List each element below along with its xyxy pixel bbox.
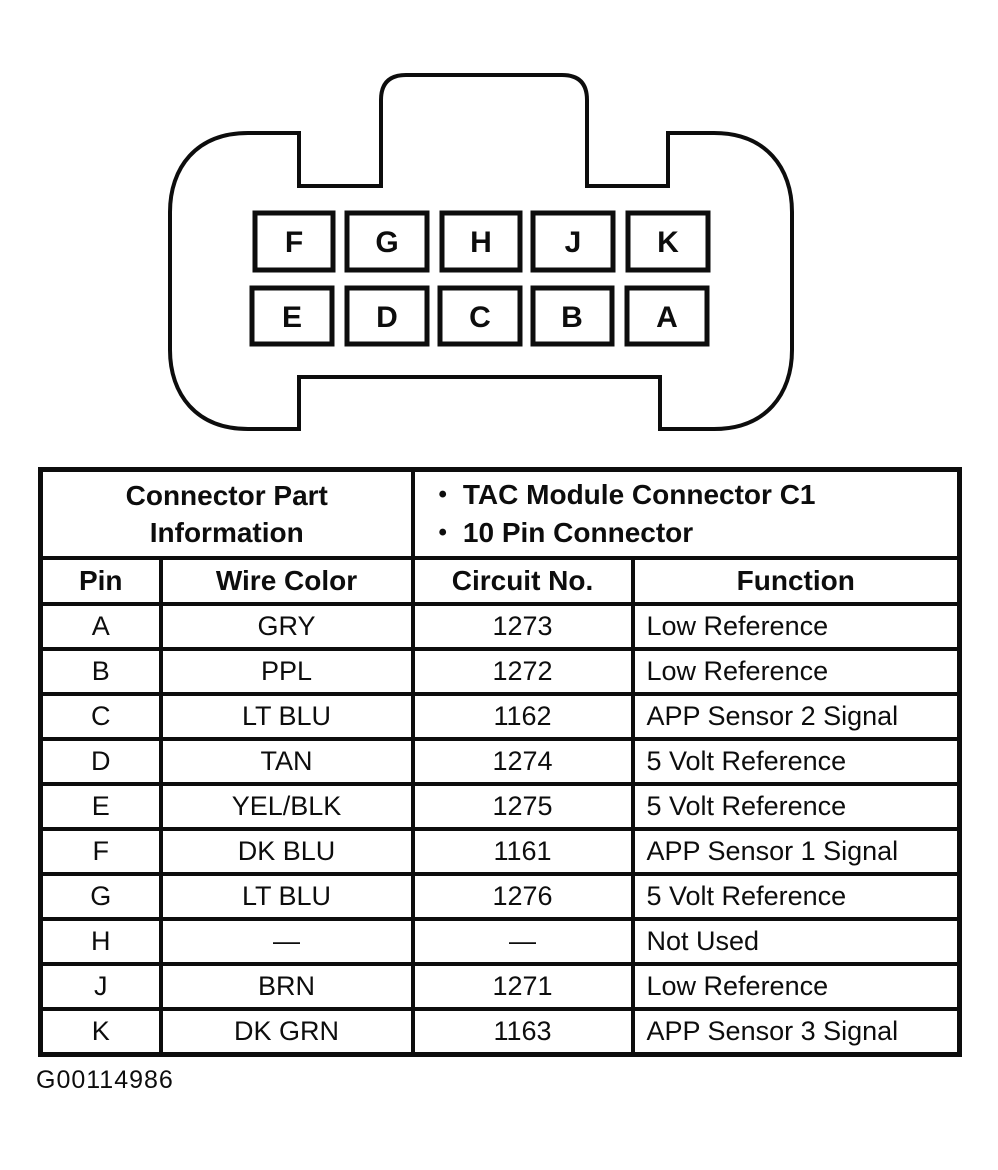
cell-circuit-no: 1271 (410, 962, 635, 1011)
cell-circuit-no: 1275 (410, 782, 635, 831)
table-row: D TAN 1274 5 Volt Reference (38, 737, 962, 786)
table-row: B PPL 1272 Low Reference (38, 647, 962, 696)
cell-circuit-no: 1274 (410, 737, 635, 786)
cell-function: APP Sensor 2 Signal (630, 692, 962, 741)
cell-circuit-no: 1276 (410, 872, 635, 921)
cell-pin: F (38, 827, 163, 876)
pin-box-F (252, 210, 336, 273)
pin-label-B: B (561, 301, 583, 334)
cell-wire-color: BRN (158, 962, 415, 1011)
pin-box-A (624, 285, 710, 347)
cell-pin: K (38, 1007, 163, 1057)
pin-label-H: H (470, 226, 492, 259)
table-column-header-row: Pin Wire Color Circuit No. Function (38, 556, 962, 606)
cell-circuit-no: 1163 (410, 1007, 635, 1057)
part-info-line1: Connector Part (125, 480, 328, 511)
cell-wire-color: TAN (158, 737, 415, 786)
table-row: J BRN 1271 Low Reference (38, 962, 962, 1011)
connector-id-cell: • TAC Module Connector C1 • 10 Pin Conne… (410, 467, 962, 560)
table-row: H — — Not Used (38, 917, 962, 966)
pin-box-H (439, 210, 523, 273)
cell-function: 5 Volt Reference (630, 737, 962, 786)
cell-circuit-no: 1273 (410, 602, 635, 651)
cell-circuit-no: — (410, 917, 635, 966)
bullet-item: • 10 Pin Connector (417, 514, 956, 552)
pin-box-J (530, 210, 616, 273)
cell-function: APP Sensor 3 Signal (630, 1007, 962, 1057)
cell-pin: D (38, 737, 163, 786)
pin-label-F: F (285, 226, 303, 259)
pin-row-bottom: E D C B A (249, 285, 710, 347)
cell-wire-color: DK GRN (158, 1007, 415, 1057)
pin-box-D (344, 285, 430, 347)
pin-box-E (249, 285, 335, 347)
cell-function: 5 Volt Reference (630, 872, 962, 921)
cell-pin: H (38, 917, 163, 966)
cell-circuit-no: 1272 (410, 647, 635, 696)
cell-wire-color: LT BLU (158, 692, 415, 741)
column-header-function: Function (630, 556, 962, 606)
cell-function: Low Reference (630, 962, 962, 1011)
figure-id: G00114986 (36, 1066, 174, 1094)
cell-function: 5 Volt Reference (630, 782, 962, 831)
cell-function: Low Reference (630, 647, 962, 696)
cell-wire-color: LT BLU (158, 872, 415, 921)
pin-count-text: 10 Pin Connector (462, 517, 694, 548)
table-row: A GRY 1273 Low Reference (38, 602, 962, 651)
cell-pin: J (38, 962, 163, 1011)
cell-function: Low Reference (630, 602, 962, 651)
connector-part-info-header: Connector Part Information (38, 467, 415, 560)
column-header-circuit-no: Circuit No. (410, 556, 635, 606)
pin-label-G: G (375, 226, 398, 259)
cell-circuit-no: 1162 (410, 692, 635, 741)
table-row: E YEL/BLK 1275 5 Volt Reference (38, 782, 962, 831)
cell-wire-color: — (158, 917, 415, 966)
part-info-line2: Information (149, 517, 304, 548)
bullet-icon: • (438, 481, 447, 508)
pin-label-A: A (656, 301, 678, 334)
table-row: K DK GRN 1163 APP Sensor 3 Signal (38, 1007, 962, 1057)
cell-pin: E (38, 782, 163, 831)
connector-diagram: F G H J K E D C B A (168, 73, 794, 431)
pin-box-G (344, 210, 430, 273)
cell-function: Not Used (630, 917, 962, 966)
pinout-table: Connector Part Information • TAC Module … (38, 467, 962, 1057)
table-row: C LT BLU 1162 APP Sensor 2 Signal (38, 692, 962, 741)
table-header-info-row: Connector Part Information • TAC Module … (38, 467, 962, 560)
pin-row-top: F G H J K (252, 210, 711, 273)
cell-pin: C (38, 692, 163, 741)
cell-function: APP Sensor 1 Signal (630, 827, 962, 876)
pin-box-C (437, 285, 523, 347)
cell-wire-color: DK BLU (158, 827, 415, 876)
cell-wire-color: YEL/BLK (158, 782, 415, 831)
cell-wire-color: PPL (158, 647, 415, 696)
pin-label-K: K (657, 226, 679, 259)
pin-label-C: C (469, 301, 491, 334)
cell-pin: A (38, 602, 163, 651)
pin-label-J: J (565, 226, 582, 259)
column-header-wire-color: Wire Color (158, 556, 415, 606)
pin-box-B (530, 285, 615, 347)
bullet-item: • TAC Module Connector C1 (417, 476, 956, 514)
cell-pin: B (38, 647, 163, 696)
pin-label-D: D (376, 301, 398, 334)
pin-label-E: E (282, 301, 302, 334)
connector-name-text: TAC Module Connector C1 (462, 479, 816, 510)
cell-circuit-no: 1161 (410, 827, 635, 876)
table-row: F DK BLU 1161 APP Sensor 1 Signal (38, 827, 962, 876)
pin-box-K (625, 210, 711, 273)
cell-wire-color: GRY (158, 602, 415, 651)
cell-pin: G (38, 872, 163, 921)
table-row: G LT BLU 1276 5 Volt Reference (38, 872, 962, 921)
column-header-pin: Pin (38, 556, 163, 606)
bullet-icon: • (438, 519, 447, 546)
